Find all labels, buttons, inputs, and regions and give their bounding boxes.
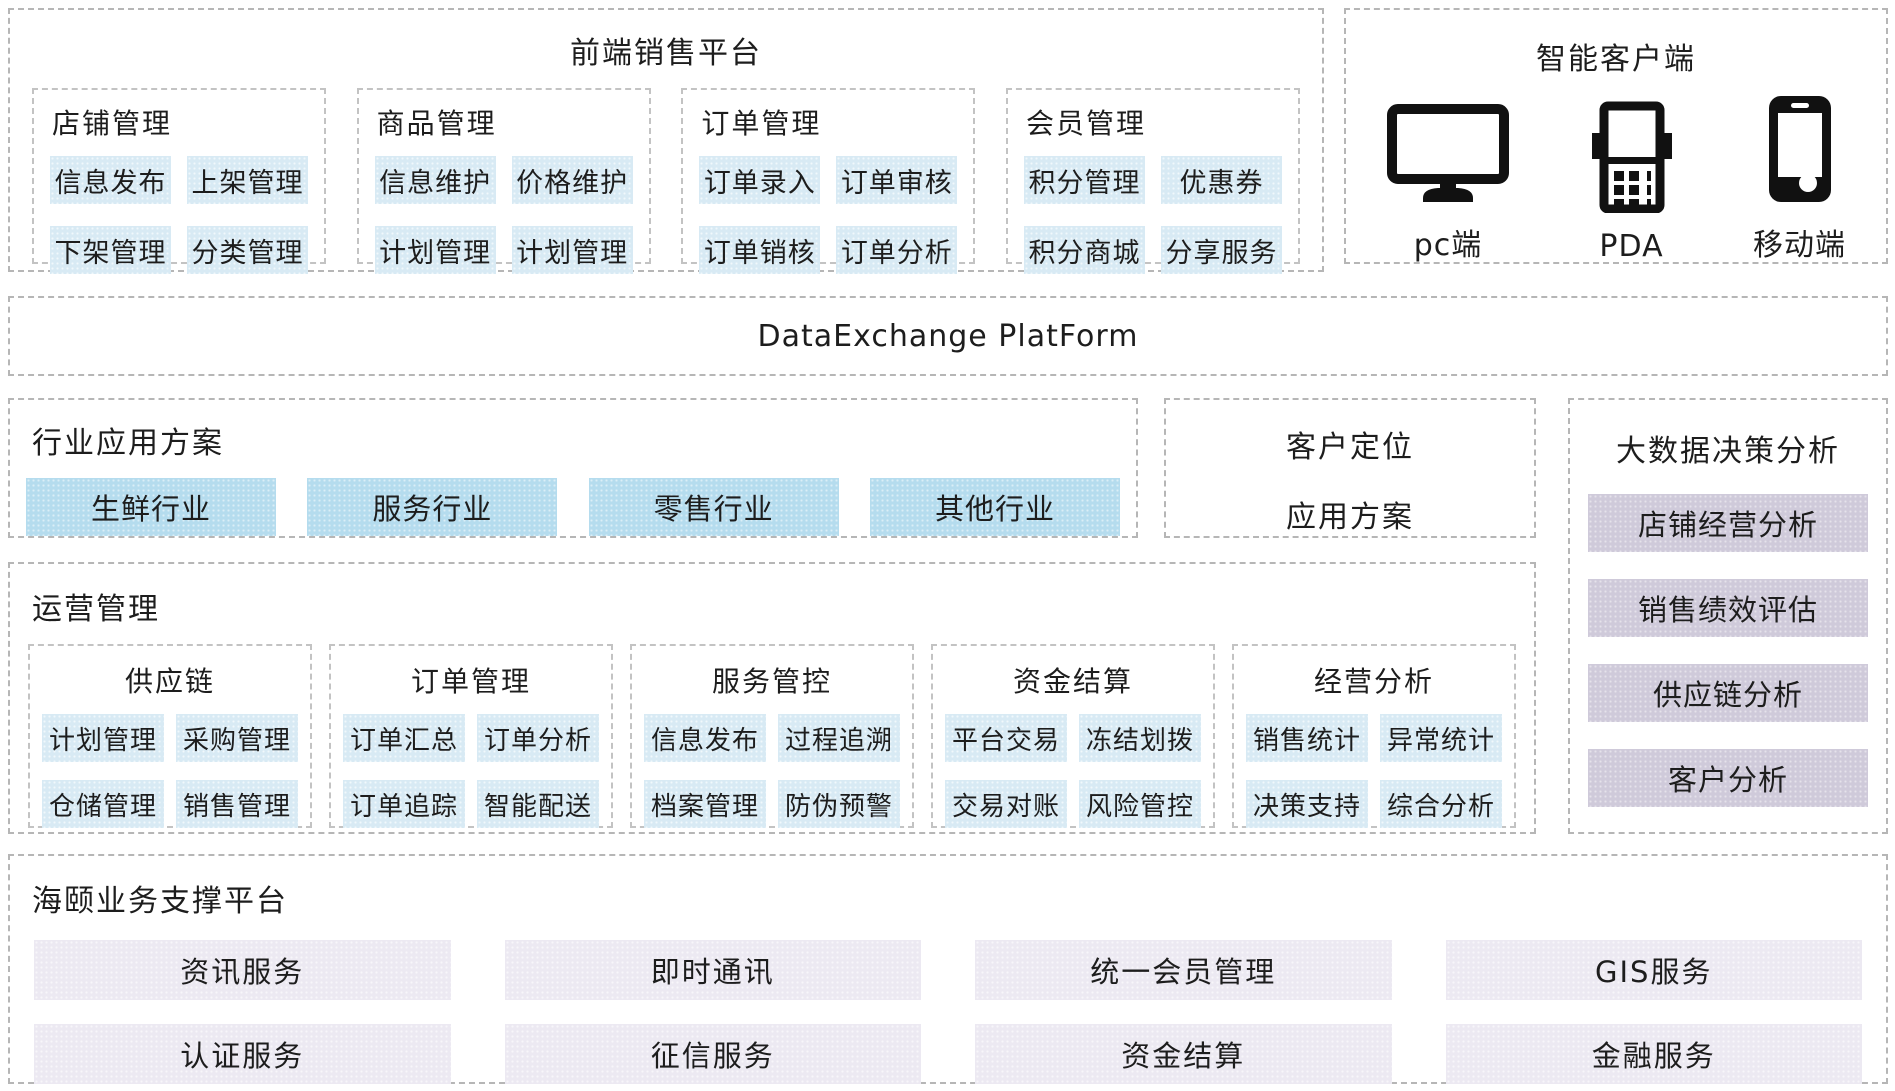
feature-chip: 平台交易	[945, 714, 1067, 762]
feature-chip: 冻结划拨	[1079, 714, 1201, 762]
feature-chip: 信息发布	[50, 156, 171, 204]
feature-chip: 仓储管理	[42, 780, 164, 828]
feature-chip: 积分管理	[1023, 156, 1145, 204]
industry-button: 其他行业	[869, 478, 1120, 536]
group-order-management: 订单管理 订单录入 订单审核 订单销核 订单分析	[681, 88, 976, 274]
industry-button: 零售行业	[588, 478, 839, 536]
customer-positioning-panel: 客户定位 应用方案	[1164, 398, 1536, 538]
group-member-management: 会员管理 积分管理 优惠券 积分商城 分享服务	[1005, 88, 1300, 274]
feature-chip: 订单录入	[699, 156, 821, 204]
group-store-management: 店铺管理 信息发布 上架管理 下架管理 分类管理	[32, 88, 326, 274]
feature-chip: 信息发布	[644, 714, 766, 762]
feature-chip: 信息维护	[374, 156, 496, 204]
industry-button: 服务行业	[307, 478, 558, 536]
feature-chip: 订单追踪	[343, 780, 465, 828]
group-product-management: 商品管理 信息维护 价格维护 计划管理 计划管理	[356, 88, 651, 274]
service-bar: 资讯服务	[34, 940, 451, 1000]
feature-chip: 分享服务	[1160, 226, 1282, 274]
feature-chip: 订单销核	[699, 226, 821, 274]
service-bar: 资金结算	[975, 1024, 1392, 1084]
feature-chip: 下架管理	[50, 226, 171, 274]
bigdata-analysis-panel: 大数据决策分析 店铺经营分析 销售绩效评估 供应链分析 客户分析	[1568, 398, 1888, 834]
feature-chip: 价格维护	[511, 156, 633, 204]
feature-chip: 优惠券	[1160, 156, 1282, 204]
group-business-analysis: 经营分析 销售统计 异常统计 决策支持 综合分析	[1232, 644, 1516, 828]
industry-solutions-panel: 行业应用方案 生鲜行业 服务行业 零售行业 其他行业	[8, 398, 1138, 538]
feature-chip: 销售管理	[176, 780, 298, 828]
analysis-button: 销售绩效评估	[1588, 579, 1868, 637]
feature-chip: 订单审核	[836, 156, 958, 204]
group-title: 订单管理	[410, 665, 531, 698]
pda-device-icon	[1591, 101, 1673, 213]
device-pda: PDA	[1591, 101, 1673, 264]
service-bar: 征信服务	[504, 1024, 921, 1084]
service-bar: 认证服务	[34, 1024, 451, 1084]
service-bar: 即时通讯	[504, 940, 921, 1000]
feature-chip: 档案管理	[644, 780, 766, 828]
feature-chip: 计划管理	[42, 714, 164, 762]
support-platform-panel: 海颐业务支撑平台 资讯服务 即时通讯 统一会员管理 GIS服务 认证服务 征信服…	[8, 854, 1888, 1084]
group-title: 资金结算	[1012, 665, 1133, 698]
service-bar: GIS服务	[1445, 940, 1862, 1000]
feature-chip: 智能配送	[477, 780, 599, 828]
device-mobile: 移动端	[1753, 92, 1846, 264]
group-title: 经营分析	[1313, 665, 1434, 698]
device-pc: pc端	[1386, 92, 1510, 264]
group-title: 商品管理	[376, 107, 497, 140]
desktop-monitor-icon	[1386, 92, 1510, 204]
analysis-button: 店铺经营分析	[1588, 494, 1868, 552]
feature-chip: 综合分析	[1380, 780, 1502, 828]
customer-positioning-line2: 应用方案	[1286, 500, 1414, 535]
smart-client-panel: 智能客户端 pc端	[1344, 8, 1888, 264]
feature-chip: 交易对账	[945, 780, 1067, 828]
industry-button: 生鲜行业	[26, 478, 276, 536]
group-title: 会员管理	[1025, 107, 1146, 140]
analysis-button: 供应链分析	[1588, 664, 1868, 722]
device-label: PDA	[1599, 229, 1664, 264]
group-title: 服务管控	[711, 665, 832, 698]
front-sales-platform-panel: 前端销售平台 店铺管理 信息发布 上架管理 下架管理 分类管理 商品管理 信息维…	[8, 8, 1324, 274]
group-supply-chain: 供应链 计划管理 采购管理 仓储管理 销售管理	[28, 644, 312, 828]
operations-management-panel: 运营管理 供应链 计划管理 采购管理 仓储管理 销售管理 订单管理 订单汇总 订…	[8, 562, 1536, 834]
data-exchange-title: DataExchange PlatForm	[757, 318, 1139, 354]
feature-chip: 分类管理	[187, 226, 308, 274]
service-bar: 统一会员管理	[975, 940, 1392, 1000]
group-title: 供应链	[124, 665, 215, 698]
group-fund-settlement: 资金结算 平台交易 冻结划拨 交易对账 风险管控	[931, 644, 1215, 828]
data-exchange-platform-bar: DataExchange PlatForm	[8, 296, 1888, 376]
smart-client-title: 智能客户端	[1536, 42, 1696, 77]
service-bar: 金融服务	[1445, 1024, 1862, 1084]
device-label: 移动端	[1753, 228, 1846, 263]
smartphone-icon	[1766, 92, 1834, 204]
feature-chip: 计划管理	[374, 226, 496, 274]
customer-positioning-line1: 客户定位	[1286, 430, 1414, 465]
feature-chip: 上架管理	[187, 156, 308, 204]
group-title: 订单管理	[701, 107, 822, 140]
feature-chip: 风险管控	[1079, 780, 1201, 828]
feature-chip: 过程追溯	[778, 714, 900, 762]
feature-chip: 销售统计	[1246, 714, 1368, 762]
support-platform-title: 海颐业务支撑平台	[32, 884, 288, 919]
analysis-button: 客户分析	[1588, 749, 1868, 807]
feature-chip: 订单汇总	[343, 714, 465, 762]
feature-chip: 采购管理	[176, 714, 298, 762]
front-platform-title: 前端销售平台	[570, 36, 762, 71]
feature-chip: 异常统计	[1380, 714, 1502, 762]
device-label: pc端	[1413, 228, 1483, 263]
feature-chip: 决策支持	[1246, 780, 1368, 828]
industry-solutions-title: 行业应用方案	[32, 426, 224, 461]
feature-chip: 订单分析	[477, 714, 599, 762]
feature-chip: 防伪预警	[778, 780, 900, 828]
group-title: 店铺管理	[52, 107, 173, 140]
group-service-control: 服务管控 信息发布 过程追溯 档案管理 防伪预警	[630, 644, 914, 828]
operations-title: 运营管理	[32, 592, 160, 627]
feature-chip: 计划管理	[511, 226, 633, 274]
feature-chip: 积分商城	[1023, 226, 1145, 274]
front-platform-groups: 店铺管理 信息发布 上架管理 下架管理 分类管理 商品管理 信息维护 价格维护 …	[32, 88, 1300, 274]
bigdata-analysis-title: 大数据决策分析	[1616, 434, 1840, 469]
group-ops-order-management: 订单管理 订单汇总 订单分析 订单追踪 智能配送	[329, 644, 613, 828]
feature-chip: 订单分析	[836, 226, 958, 274]
